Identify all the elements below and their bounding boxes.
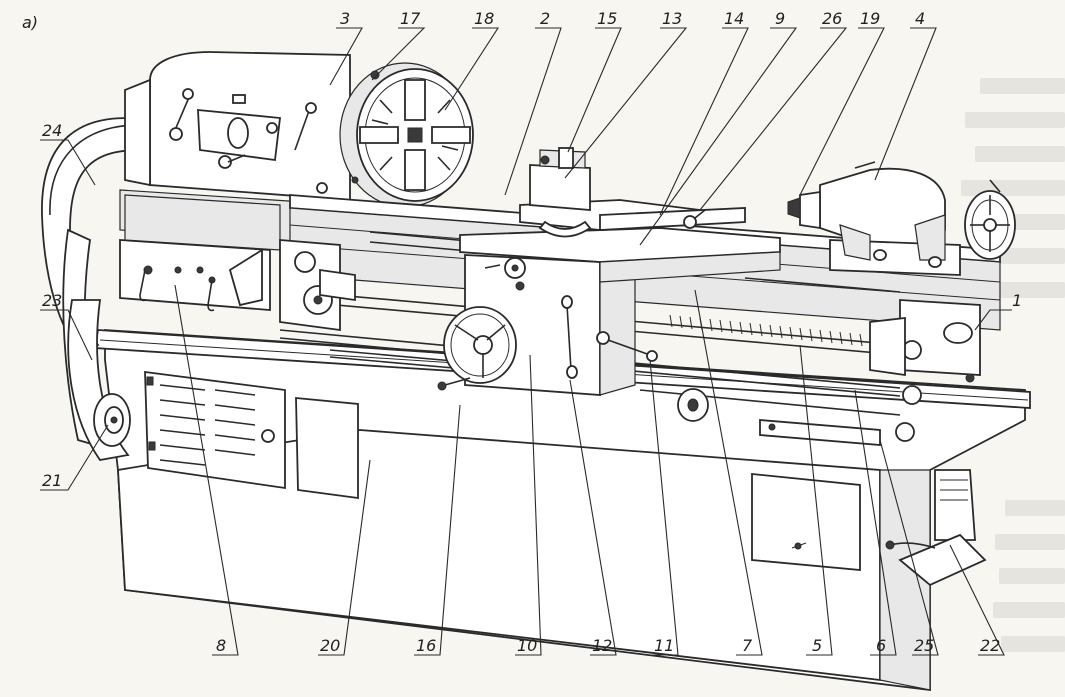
vent-panel: [144, 370, 286, 490]
leveling-foot: [885, 469, 987, 587]
stop-rail: [677, 388, 881, 446]
callout-24: 24: [42, 121, 62, 140]
carriage: [459, 147, 781, 291]
callout-15: 15: [597, 9, 617, 28]
callout-26: 26: [822, 9, 842, 28]
figure-label: a): [22, 13, 38, 32]
end-gear-train: [279, 239, 356, 332]
callout-18: 18: [474, 9, 494, 28]
background-text-line: [993, 602, 1065, 618]
callout-12: 12: [592, 636, 612, 655]
callout-16: 16: [416, 636, 436, 655]
callout-5: 5: [812, 636, 822, 655]
background-text-line: [965, 112, 1065, 128]
callout-3: 3: [340, 9, 350, 28]
callout-2: 2: [540, 9, 550, 28]
callout-1: 1: [1012, 291, 1022, 310]
belt-guard: [41, 117, 151, 461]
callout-11: 11: [654, 636, 674, 655]
callout-19: 19: [860, 9, 880, 28]
cabinet-door: [295, 397, 359, 500]
background-text-line: [975, 146, 1065, 162]
callout-25: 25: [914, 636, 934, 655]
callout-23: 23: [42, 291, 62, 310]
callout-14: 14: [724, 9, 744, 28]
four-jaw-chuck: [339, 62, 474, 208]
callout-20: 20: [320, 636, 340, 655]
end-bracket: [869, 299, 981, 442]
callout-6: 6: [876, 636, 886, 655]
callout-22: 22: [980, 636, 1000, 655]
callout-10: 10: [517, 636, 537, 655]
callout-7: 7: [742, 636, 753, 655]
callout-9: 9: [775, 9, 785, 28]
tailstock: [787, 161, 1016, 276]
background-text-line: [999, 568, 1065, 584]
gearbox: [119, 194, 281, 312]
leader-lines: [40, 27, 1012, 656]
callout-21: 21: [42, 471, 62, 490]
callout-13: 13: [662, 9, 682, 28]
right-cabinet-door: [751, 473, 861, 571]
callout-labels: 3 17 18 2 15 13 14 9 26 19 4 24 23 21 1 …: [42, 9, 1022, 655]
background-text-line: [980, 78, 1065, 94]
background-text-line: [1005, 500, 1065, 516]
callout-8: 8: [216, 636, 226, 655]
callout-17: 17: [400, 9, 421, 28]
apron: [437, 254, 658, 396]
callout-4: 4: [915, 9, 925, 28]
background-text-line: [1001, 636, 1065, 652]
background-text-line: [995, 534, 1065, 550]
